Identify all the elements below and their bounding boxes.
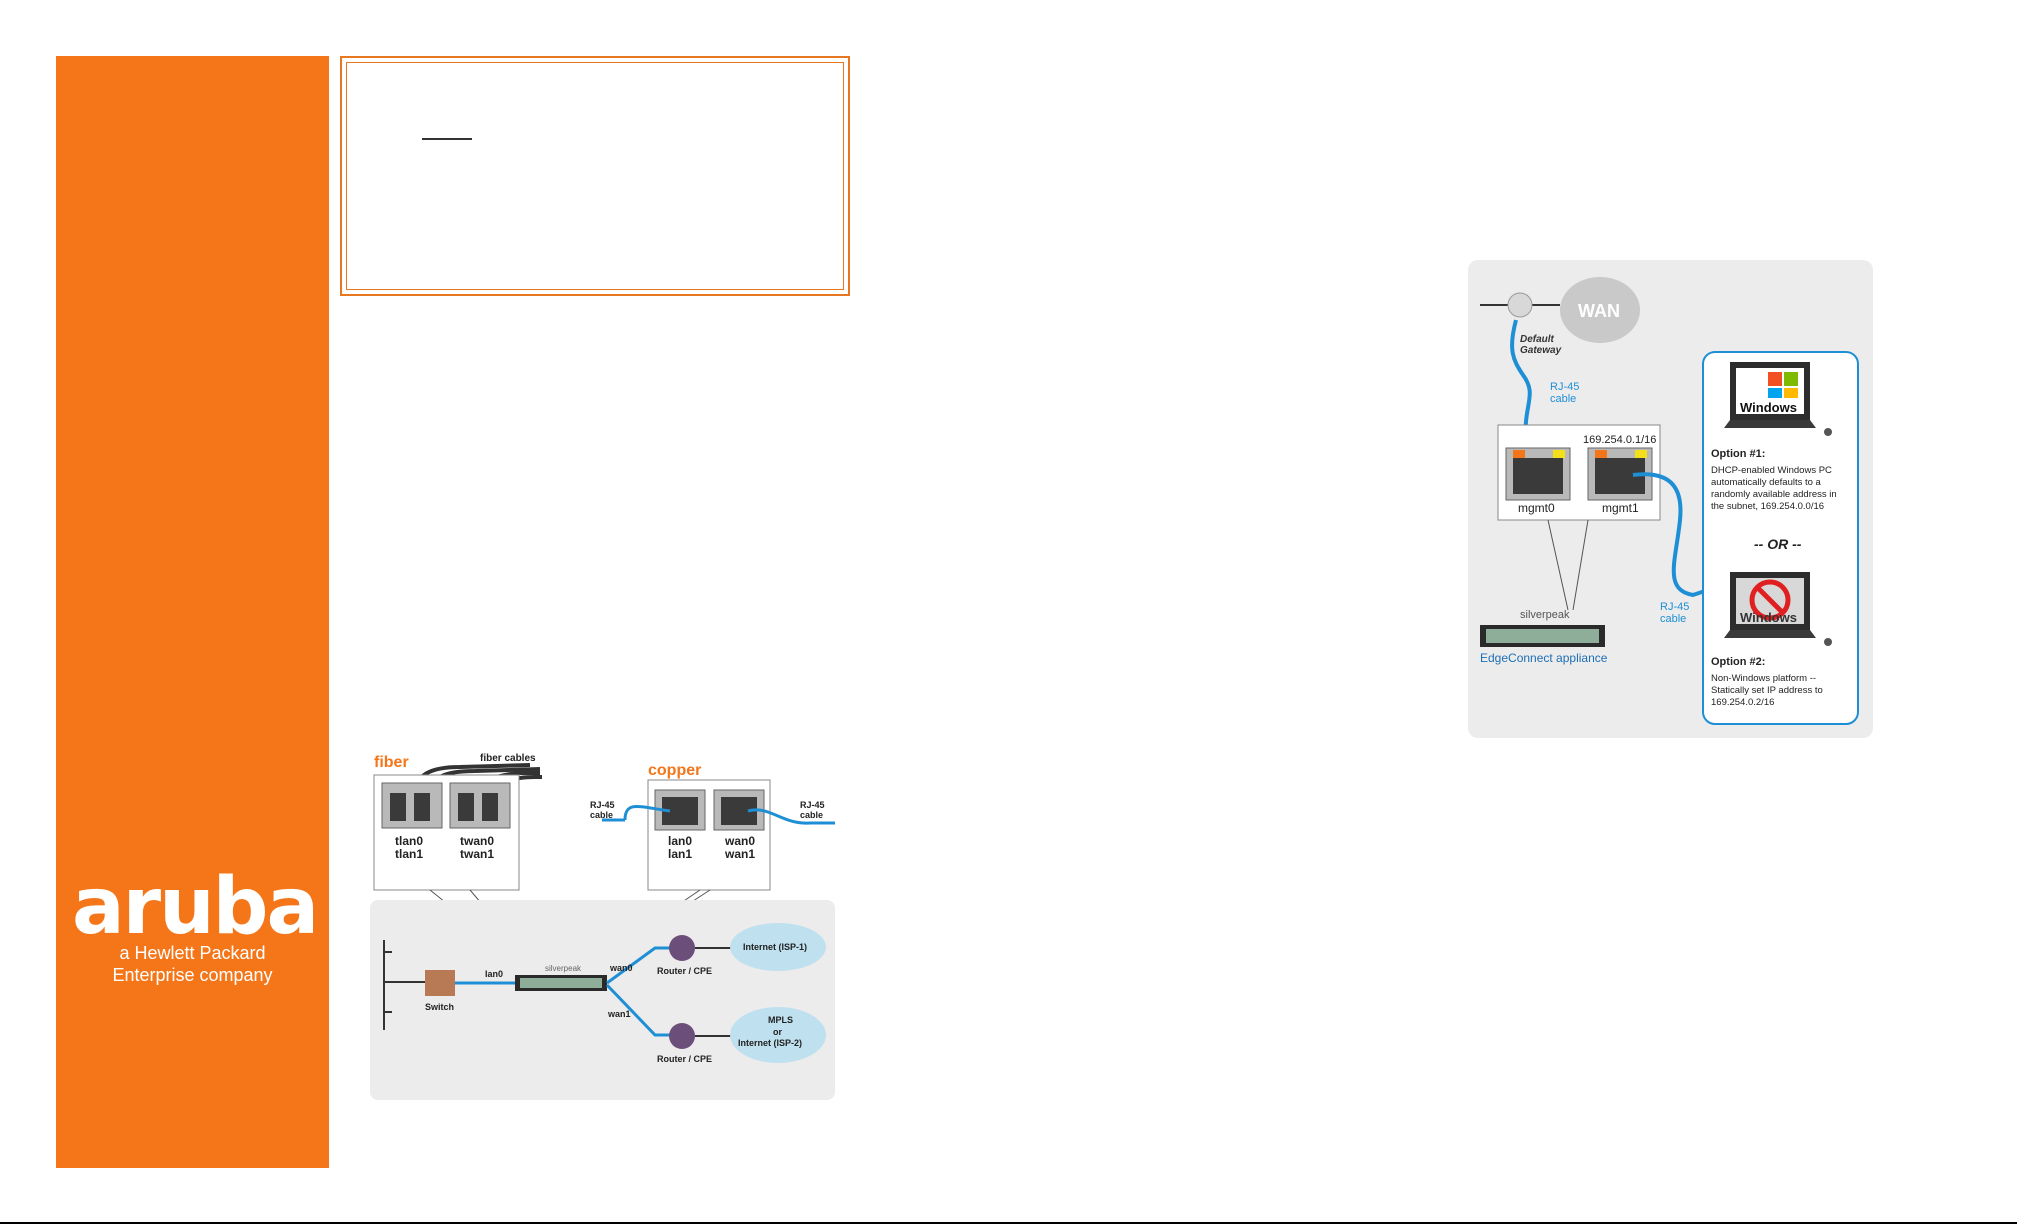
option1-title: Option #1: [1711,448,1765,460]
port-label-twan1: twan1 [460,847,494,861]
router2-label: Router / CPE [657,1054,712,1064]
port-label-tlan1: tlan1 [395,847,423,861]
rj45-top-line2: cable [1550,393,1576,405]
rj45-bottom-line2: cable [1660,613,1686,625]
gateway-line2: Gateway [1520,345,1562,356]
rj45-right-line2: cable [800,810,823,820]
option2-title: Option #2: [1711,656,1765,668]
gateway-router-icon [1507,292,1533,318]
wan1-topology-label: wan1 [607,1009,631,1019]
router1-label: Router / CPE [657,966,712,976]
rj45-right-line1: RJ-45 [800,800,825,810]
switch-icon [425,970,455,996]
mouse-icon-2 [1824,638,1832,646]
gateway-line1: Default [1520,334,1555,345]
copper-label: copper [648,762,701,779]
windows-label-2: Windows [1740,610,1797,625]
interface-diagram: fiber fiber cables tlan0 tlan1 twan0 twa… [370,753,835,1100]
option1-line3: randomly available address in [1711,489,1837,500]
rj45-bottom-line1: RJ-45 [1660,601,1689,613]
option2-line1: Non-Windows platform -- [1711,673,1816,684]
wan0-topology-label: wan0 [609,963,633,973]
copper-cables [602,805,835,825]
mgmt0-label: mgmt0 [1518,501,1555,515]
mouse-icon-1 [1824,428,1832,436]
laptop-windows-icon [1724,362,1816,428]
aruba-logo: aruba [72,862,319,952]
callout-line-b [1572,519,1589,611]
port-label-lan1: lan1 [668,847,692,861]
callout-box [340,56,850,296]
port-label-tlan0: tlan0 [395,834,423,848]
rj45-left-line1: RJ-45 [590,800,615,810]
windows-label-1: Windows [1740,400,1797,415]
rj45-top-line1: RJ-45 [1550,381,1579,393]
appliance-panel [520,978,602,988]
wan-cloud-icon [1560,277,1640,343]
switch-label: Switch [425,1002,454,1012]
port-label-wan1: wan1 [724,847,755,861]
rj45-top-cable [1510,319,1532,475]
callout-inner-border [346,62,844,290]
appliance-label: EdgeConnect appliance [1480,651,1608,665]
option1-line2: automatically defaults to a [1711,477,1822,488]
wan-label: WAN [1578,301,1620,321]
brand-sidebar: aruba a Hewlett Packard Enterprise compa… [56,56,329,1168]
rj45-bottom-cable [1632,472,1709,598]
logo-tagline-2: Enterprise company [112,965,273,985]
subnet-label: 169.254.0.1/16 [1583,434,1656,446]
callout-underline [422,138,472,140]
laptop-no-windows-icon [1724,572,1816,638]
topology-panel [370,900,835,1100]
option2-line3: 169.254.0.2/16 [1711,697,1774,708]
port-label-twan0: twan0 [460,834,494,848]
fiber-cables-label: fiber cables [480,753,536,764]
port-label-wan0: wan0 [724,834,755,848]
mgmt-appliance-brand: silverpeak [1520,609,1570,621]
port-label-lan0: lan0 [668,834,692,848]
callout-line-a [1547,519,1569,611]
option1-line1: DHCP-enabled Windows PC [1711,465,1832,476]
cloud1-icon [730,923,826,971]
router1-icon [669,935,695,961]
cloud2-line2: or [773,1027,782,1037]
rj45-left-line2: cable [590,810,613,820]
mgmt-diagram: WAN Default Gateway RJ-45 cable 169.254.… [1468,260,1873,738]
cloud2-line3: Internet (ISP-2) [738,1038,802,1048]
appliance-brand: silverpeak [545,964,582,973]
edgeconnect-appliance-panel [1486,629,1599,643]
mgmt0-port [1505,447,1571,501]
or-label: -- OR -- [1754,536,1802,552]
cloud2-icon [730,1007,826,1063]
fiber-ports [381,782,511,829]
lan0-topology-label: lan0 [485,969,503,979]
cloud1-label: Internet (ISP-1) [743,942,807,952]
fiber-label: fiber [374,754,409,771]
cloud2-line1: MPLS [768,1015,793,1025]
option2-line2: Statically set IP address to [1711,685,1823,696]
logo-tagline-1: a Hewlett Packard [119,943,266,963]
router2-icon [669,1023,695,1049]
option1-line4: the subnet, 169.254.0.0/16 [1711,501,1824,512]
mgmt1-label: mgmt1 [1602,501,1639,515]
page-bottom-border [0,1222,2017,1224]
